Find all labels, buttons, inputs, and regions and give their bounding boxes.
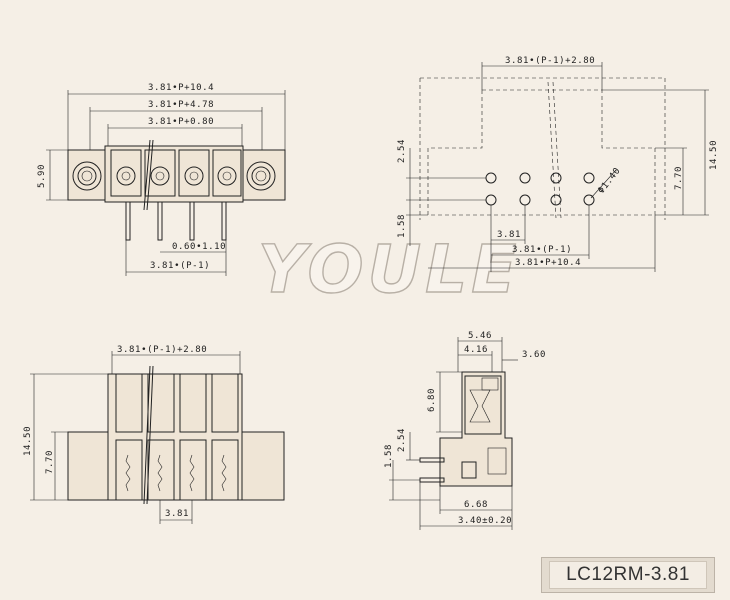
model-number: LC12RM-3.81 xyxy=(549,561,707,589)
dim-overall-width: 3.81•P+10.4 xyxy=(148,83,214,93)
dim-side-row-offset: 2.54 xyxy=(397,428,407,452)
dim-hole-span: 3.81•(P-1) xyxy=(512,245,572,255)
dim-pin-size: 0.60•1.10 xyxy=(172,242,226,252)
mount-hole-left xyxy=(72,161,102,191)
mount-hole-right xyxy=(246,161,276,191)
top-view-contacts xyxy=(125,454,227,492)
dim-hole-diameter: Φ1.40 xyxy=(596,166,622,196)
front-view: 3.81•P+10.4 3.81•P+4.78 3.81•P+0.80 5.90… xyxy=(37,83,286,276)
dim-edge-offset: 1.58 xyxy=(397,214,407,238)
top-view: 3.81•(P-1)+2.80 14.50 7.70 3.81 xyxy=(23,345,285,524)
dim-side-base-width: 6.68 xyxy=(464,500,488,510)
dim-side-tip-width: 3.60 xyxy=(522,350,546,360)
dim-top-view-lower-height: 7.70 xyxy=(45,450,55,474)
dim-side-pin-length: 3.40±0.20 xyxy=(458,516,512,526)
side-view: 5.46 4.16 3.60 6.80 2.54 1.58 6.68 3.40±… xyxy=(384,331,546,530)
dim-height: 5.90 xyxy=(37,164,47,188)
dim-side-inner-width: 4.16 xyxy=(464,345,488,355)
dim-row-offset: 2.54 xyxy=(397,139,407,163)
dim-flange-width: 3.81•P+4.78 xyxy=(148,100,214,110)
dim-side-top-width: 5.46 xyxy=(468,331,492,341)
front-screw-cells xyxy=(110,149,242,197)
front-pins xyxy=(125,201,227,241)
dim-total-height: 14.50 xyxy=(709,140,719,170)
dim-lower-height: 7.70 xyxy=(674,166,684,190)
pcb-holes xyxy=(485,172,595,206)
dim-top-view-width: 3.81•(P-1)+2.80 xyxy=(117,345,207,355)
dim-pitch: 3.81 xyxy=(497,230,521,240)
dim-pcb-overall-width: 3.81•P+10.4 xyxy=(515,258,581,268)
front-terminal-body xyxy=(104,145,244,203)
dim-body-width: 3.81•P+0.80 xyxy=(148,117,214,127)
dim-top-view-pitch: 3.81 xyxy=(165,509,189,519)
top-view-body xyxy=(107,373,243,501)
dim-top-view-total-height: 14.50 xyxy=(23,426,33,456)
dim-pin-span: 3.81•(P-1) xyxy=(150,261,210,271)
watermark-logo: YOULE xyxy=(258,231,520,308)
dim-side-upper-height: 6.80 xyxy=(427,388,437,412)
dim-side-pin-offset: 1.58 xyxy=(384,444,394,468)
dim-top-width: 3.81•(P-1)+2.80 xyxy=(505,56,595,66)
